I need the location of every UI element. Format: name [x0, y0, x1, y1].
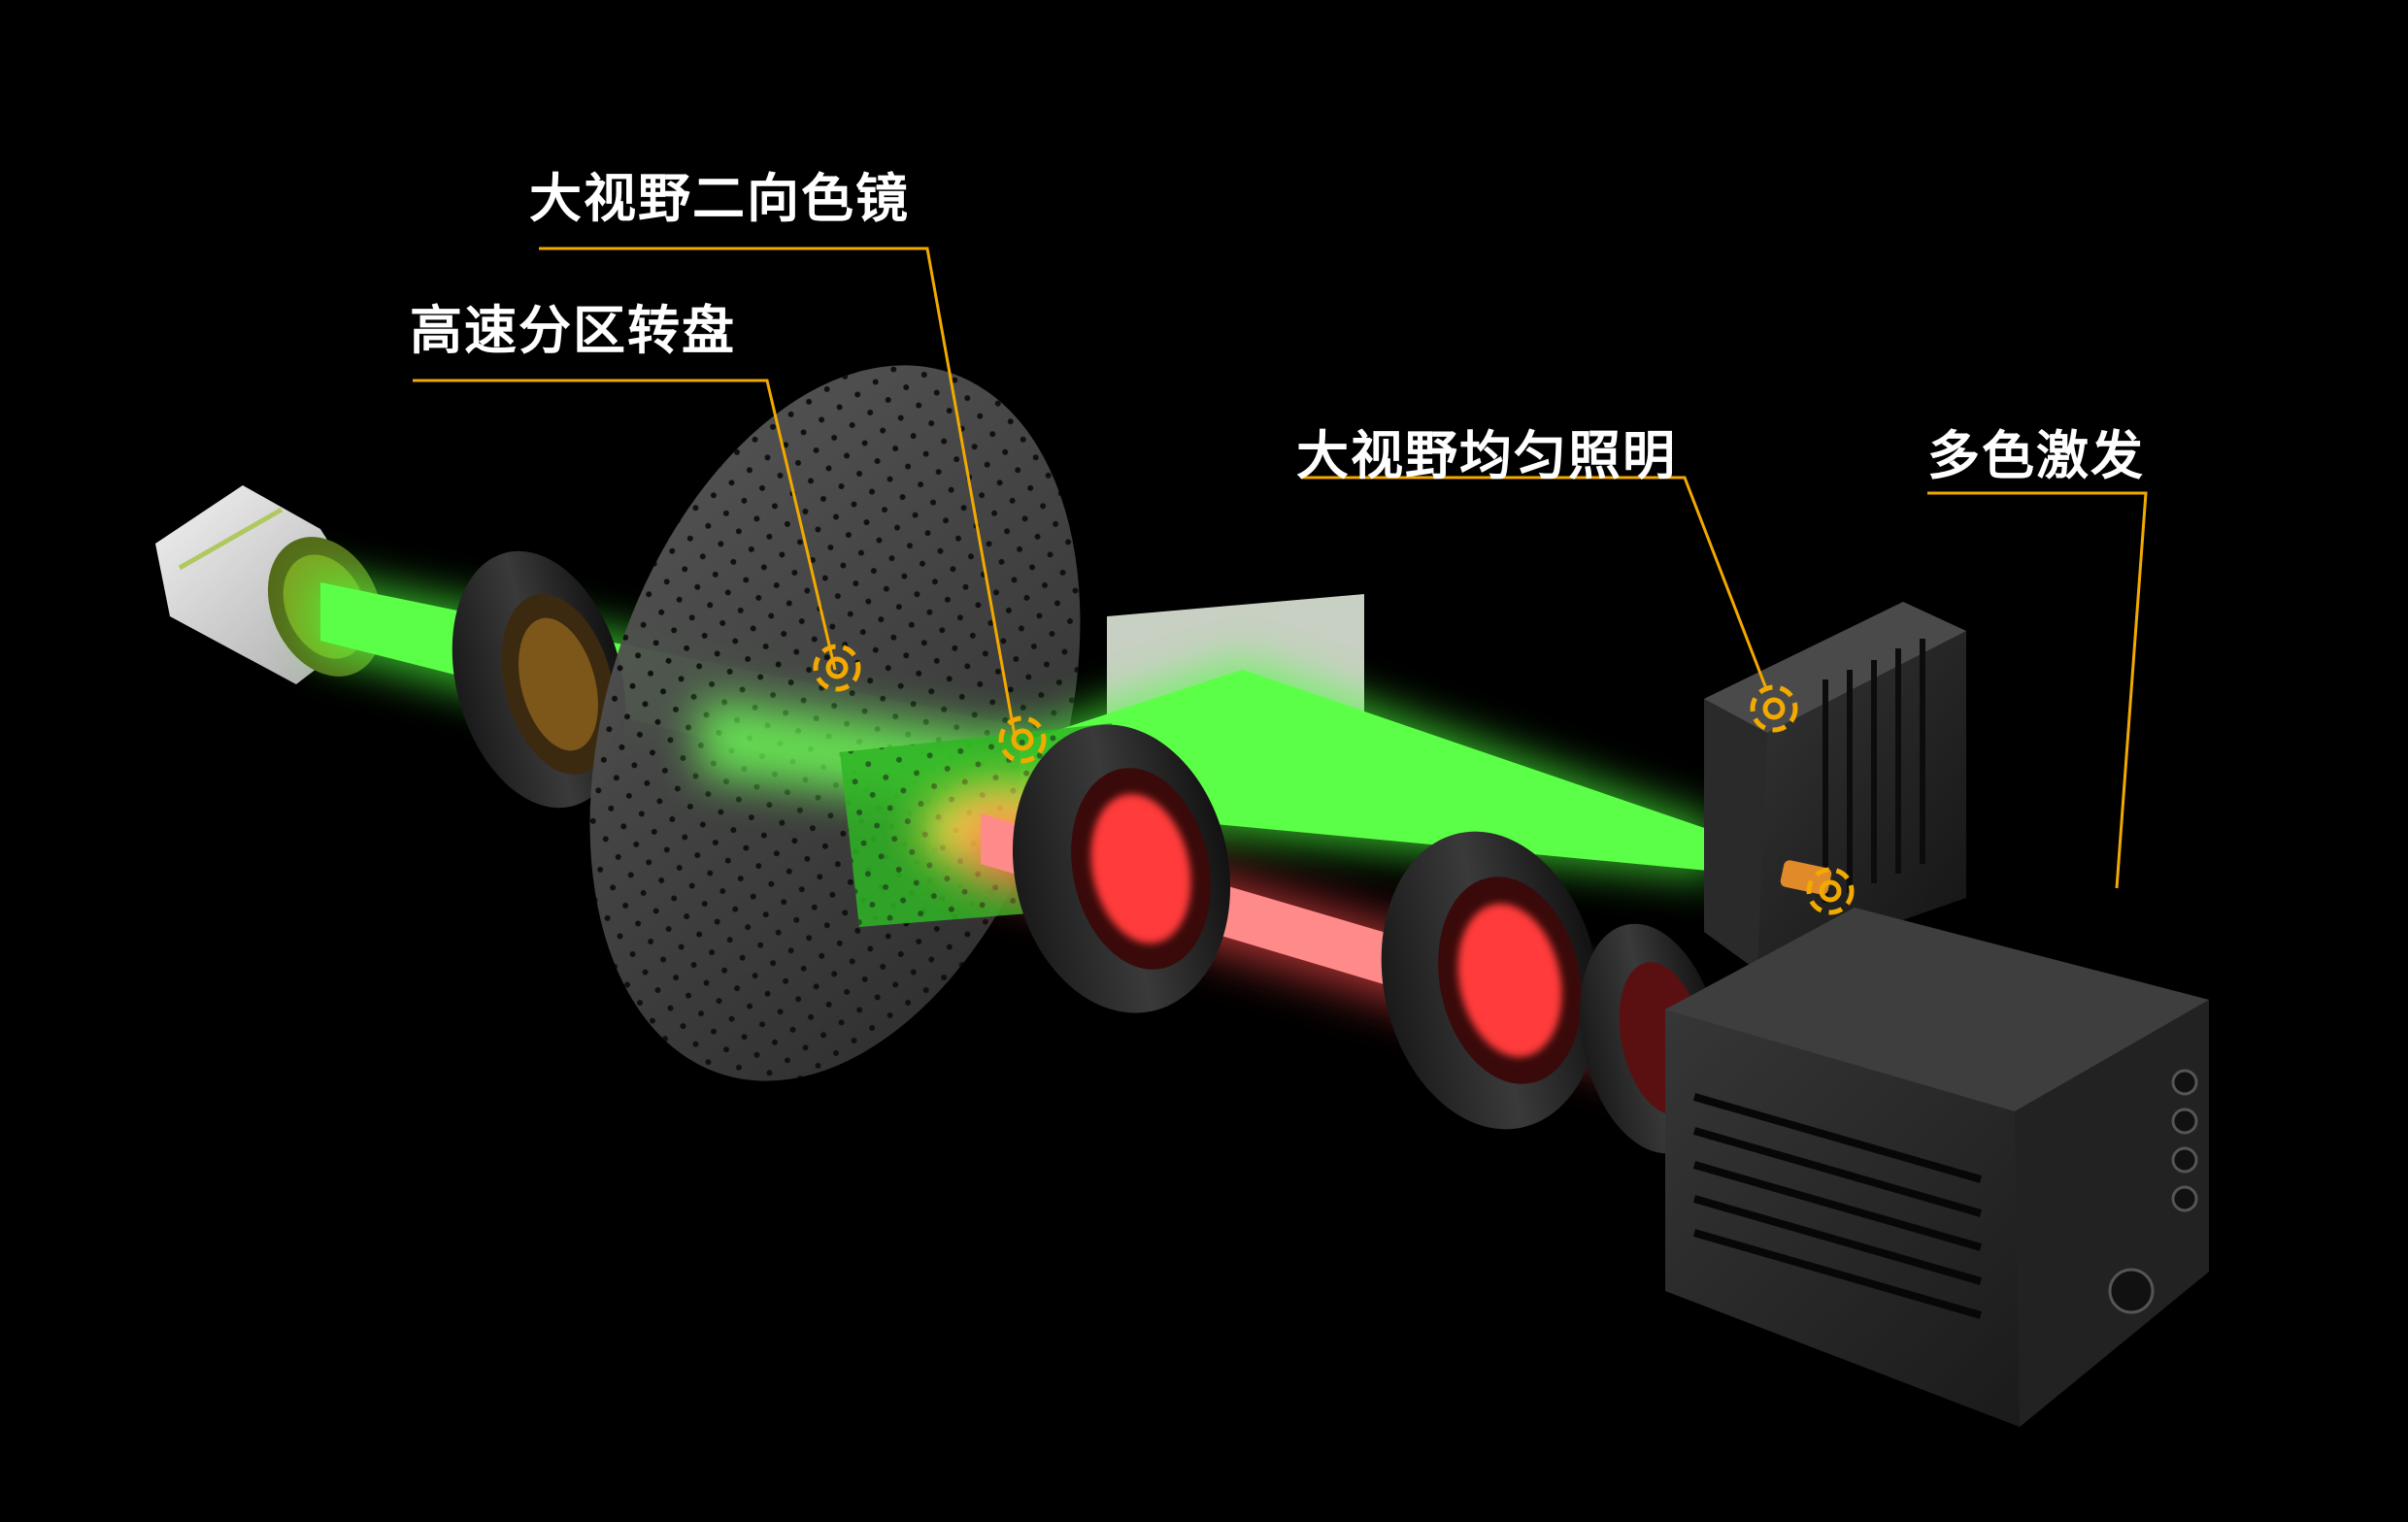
callout-lines — [413, 247, 2148, 889]
label-multicolor-excitation: 多色激发 — [1927, 425, 2145, 486]
marker-disk-icon — [813, 644, 861, 692]
tube-lens-ring-1 — [452, 550, 626, 809]
marker-illumination-icon — [1750, 684, 1798, 733]
scientific-camera — [1665, 908, 2209, 1427]
emission-lens-ring-3 — [1381, 831, 1600, 1130]
laser-emitter — [1780, 860, 1832, 895]
marker-dichroic-icon — [998, 715, 1047, 764]
label-spinning-disk: 高速分区转盘 — [410, 300, 736, 361]
emission-lens-ring-2 — [1012, 724, 1231, 1013]
laser-illumination-module — [1704, 602, 1966, 971]
leader-line-dichroic — [539, 247, 1017, 737]
leader-line-excitation — [1927, 491, 2148, 889]
leader-line-illumination — [1301, 476, 1769, 692]
target-markers — [813, 644, 1855, 915]
label-uniform-illumination: 大视野均匀照明 — [1296, 425, 1677, 486]
marker-excitation-icon — [1806, 867, 1855, 915]
leader-line-disk — [413, 379, 837, 671]
label-dichroic-mirror: 大视野二向色镜 — [529, 168, 910, 229]
